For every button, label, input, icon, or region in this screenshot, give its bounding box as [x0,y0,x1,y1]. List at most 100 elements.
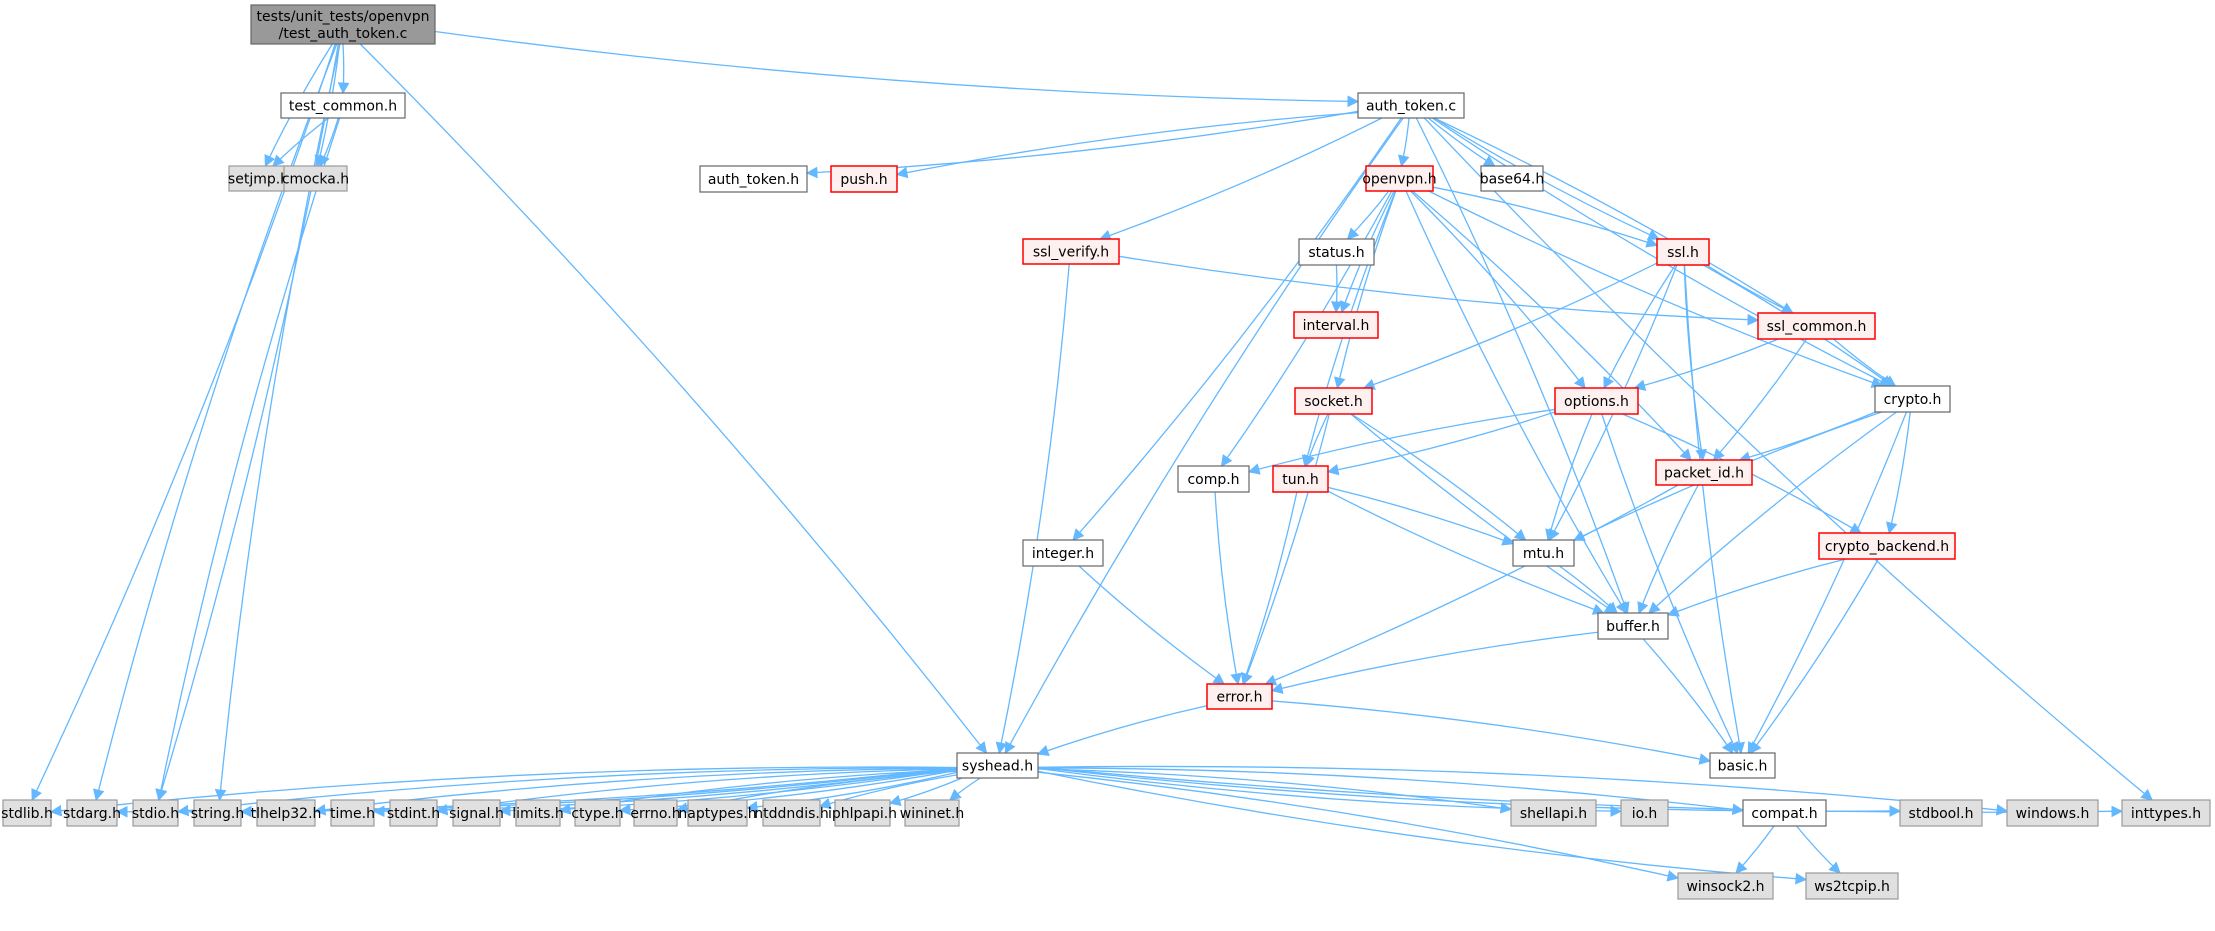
node-push[interactable]: push.h [830,165,898,193]
node-label: io.h [1632,806,1658,822]
node-label: ssl_verify.h [1033,245,1109,261]
node-box [1206,683,1273,710]
node-ssl_common[interactable]: ssl_common.h [1757,312,1876,340]
node-options[interactable]: options.h [1554,387,1639,415]
edge-auth_token_c-to-syshead [1004,117,1404,755]
node-buffer[interactable]: buffer.h [1597,612,1669,640]
edge-root-to-string [214,43,341,802]
node-box [1294,387,1373,415]
node-box [830,165,898,193]
node-test_common[interactable]: test_common.h [280,92,406,119]
node-box [1874,385,1951,413]
node-box [1757,312,1876,340]
node-interval[interactable]: interval.h [1293,311,1379,339]
edge-comp-to-error [1214,491,1242,686]
node-label: auth_token.c [1366,99,1456,115]
edge-syshead-to-iphlpapi [888,777,963,807]
node-root[interactable]: tests/unit_tests/openvpn/test_auth_token… [250,4,436,45]
node-box [1293,311,1379,339]
node-compat[interactable]: compat.h [1742,799,1827,827]
node-packet_id[interactable]: packet_id.h [1655,459,1753,486]
node-ssl_verify[interactable]: ssl_verify.h [1022,238,1120,265]
node-label: test_common.h [289,99,397,115]
edge-openvpn-to-crypto [1428,190,1884,388]
node-box [2,799,52,827]
node-box [574,799,621,827]
node-comp[interactable]: comp.h [1177,465,1250,493]
edge-error-to-syshead [1036,705,1208,756]
node-socket[interactable]: socket.h [1294,387,1373,415]
edge-openvpn-to-ssl [1432,186,1659,248]
edge-crypto-to-crypto_backend [1885,411,1911,535]
node-tun[interactable]: tun.h [1272,465,1329,493]
node-box [515,799,561,827]
node-label: limits.h [512,806,563,822]
node-auth_token_h[interactable]: auth_token.h [699,165,808,193]
edge-test_common-to-setjmp [272,117,329,167]
edge-ssl-to-options [1603,264,1676,390]
node-label: naptypes.h [678,806,756,822]
edge-error-to-basic [1271,700,1712,765]
edge-options-to-tun [1326,411,1556,476]
node-label: options.h [1564,394,1629,410]
node-label: stdlib.h [1,806,53,822]
node-label: comp.h [1187,472,1239,488]
node-basic[interactable]: basic.h [1709,752,1776,779]
node-box [1709,752,1776,779]
edge-ssl_common-to-crypto [1833,338,1897,387]
node-label: ssl.h [1667,245,1699,261]
node-label: time.h [330,806,375,822]
node-integer[interactable]: integer.h [1022,539,1104,567]
edge-root-to-auth_token_c [434,30,1360,108]
edge-crypto_backend-to-basic [1750,558,1880,754]
node-stdint: stdint.h [387,799,440,827]
node-label: ntddndis.h [754,806,828,822]
edge-openvpn-to-status [1346,190,1390,240]
node-label: wininet.h [900,806,964,822]
node-box [1512,539,1575,567]
node-ssl[interactable]: ssl.h [1656,238,1710,266]
edge-root-to-stdarg [93,43,338,802]
edge-crypto_backend-to-buffer [1666,558,1846,617]
node-crypto_backend[interactable]: crypto_backend.h [1818,532,1956,560]
node-box [2006,799,2099,827]
edge-tun-to-mtu [1327,486,1515,546]
node-time: time.h [330,799,375,827]
node-label: stdarg.h [63,806,121,822]
edge-socket-to-mtu [1351,413,1527,541]
node-box [1742,799,1827,827]
edge-ssl-to-basic [1683,264,1745,755]
edge-auth_token_c-to-ssl [1433,117,1660,240]
node-label: openvpn.h [1362,172,1436,188]
node-mtu[interactable]: mtu.h [1512,539,1575,567]
edge-tun-to-buffer [1327,490,1605,615]
node-label: stdint.h [387,806,440,822]
node-crypto[interactable]: crypto.h [1874,385,1951,413]
node-box [1656,238,1710,266]
node-base64[interactable]: base64.h [1480,165,1545,192]
node-syshead[interactable]: syshead.h [956,752,1039,779]
node-error[interactable]: error.h [1206,683,1273,710]
edge-test_common-to-stdio [155,117,341,802]
node-box [1655,459,1753,486]
edge-crypto-to-buffer [1648,411,1897,614]
edge-buffer-to-basic [1642,638,1734,754]
edge-auth_token_c-to-buffer [1415,117,1630,615]
node-auth_token_c[interactable]: auth_token.c [1357,92,1465,119]
node-openvpn[interactable]: openvpn.h [1362,165,1437,192]
node-box [1298,238,1375,266]
node-label: windows.h [2016,806,2090,822]
node-stdarg: stdarg.h [63,799,121,827]
node-label: auth_token.h [708,172,799,188]
edge-compat-to-ws2tcpip [1796,825,1841,874]
node-label: integer.h [1032,546,1094,562]
edge-auth_token_c-to-integer [1072,117,1402,541]
node-stdio: stdio.h [132,799,179,827]
node-box [1510,799,1597,827]
node-stdbool: stdbool.h [1899,799,1983,827]
node-signal: signal.h [449,799,504,827]
node-box [280,92,406,119]
node-status[interactable]: status.h [1298,238,1375,266]
edge-options-to-mtu [1545,413,1593,542]
edge-syshead-to-ws2tcpip [1037,770,1808,885]
